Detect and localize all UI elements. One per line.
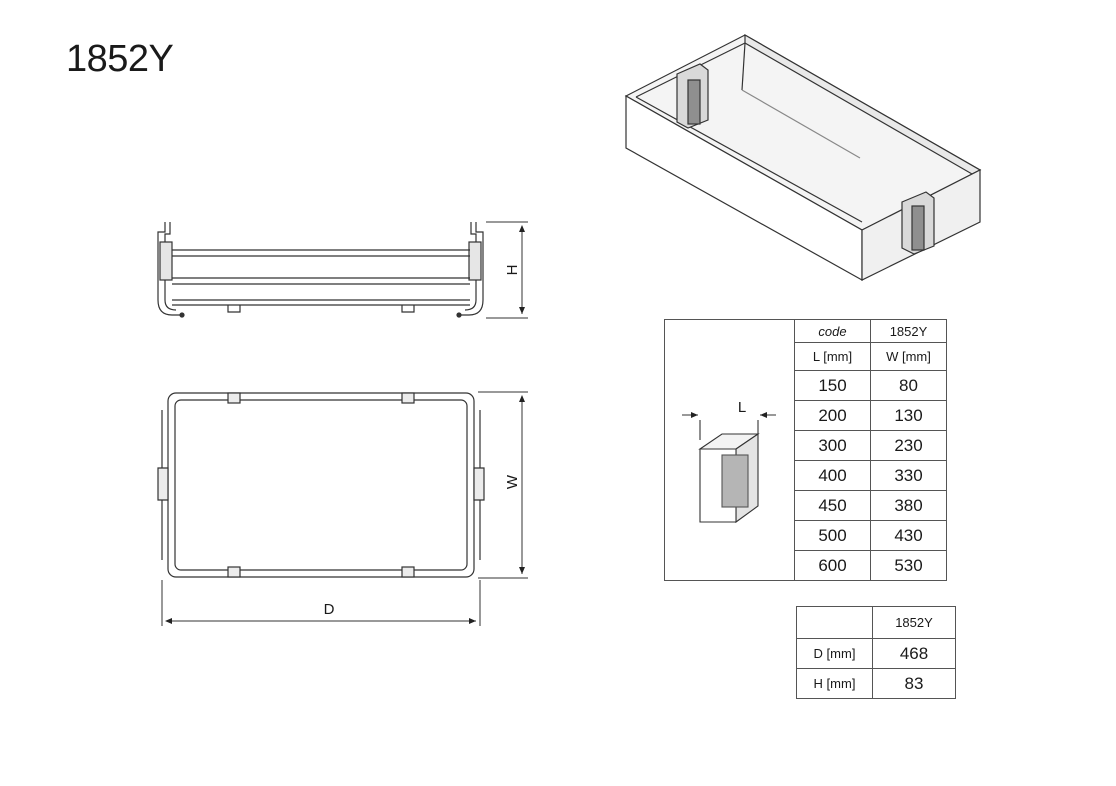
table-row: 450 380 — [665, 490, 947, 521]
w-value: 230 — [870, 430, 947, 461]
l-value: 600 — [794, 550, 871, 581]
l-value: 450 — [794, 490, 871, 521]
height-dimension — [486, 221, 528, 319]
l-value: 400 — [794, 460, 871, 491]
dimension-label: D [mm] — [796, 638, 873, 669]
size-table-icon-cell — [664, 319, 795, 581]
size-table: code 1852Y L [mm] W [mm] 150 80 200 130 … — [664, 319, 947, 581]
w-value: 430 — [870, 520, 947, 551]
size-table-units-row: L [mm] W [mm] — [665, 342, 947, 371]
dimension-table-code: 1852Y — [872, 606, 956, 639]
table-row: H [mm] 83 — [796, 668, 956, 699]
table-row: 300 230 — [665, 430, 947, 461]
width-dimension — [478, 391, 528, 579]
w-value: 130 — [870, 400, 947, 431]
l-value: 200 — [794, 400, 871, 431]
w-value: 330 — [870, 460, 947, 491]
dimension-table: 1852Y D [mm] 468 H [mm] 83 — [796, 606, 956, 699]
code-value: 1852Y — [870, 319, 947, 343]
l-column-header: L [mm] — [794, 342, 871, 371]
table-row: 600 530 — [665, 550, 947, 581]
depth-label: D — [324, 601, 335, 618]
product-code-title: 1852Y — [66, 38, 174, 80]
dimension-table-header-row: 1852Y — [796, 606, 956, 639]
l-value: 500 — [794, 520, 871, 551]
dimension-label: H [mm] — [796, 668, 873, 699]
isometric-view — [624, 33, 982, 282]
width-label: W — [504, 474, 521, 489]
top-view — [157, 392, 485, 578]
w-column-header: W [mm] — [870, 342, 947, 371]
table-row: 500 430 — [665, 520, 947, 551]
table-row: 150 80 — [665, 370, 947, 401]
w-value: 80 — [870, 370, 947, 401]
height-label: H — [504, 265, 521, 276]
depth-dimension — [161, 580, 481, 626]
l-value: 150 — [794, 370, 871, 401]
table-row: D [mm] 468 — [796, 638, 956, 669]
l-value: 300 — [794, 430, 871, 461]
w-value: 530 — [870, 550, 947, 581]
size-table-header-row: code 1852Y — [664, 319, 947, 581]
dimension-table-corner — [796, 606, 873, 639]
side-view — [157, 222, 484, 318]
table-row: 400 330 — [665, 460, 947, 491]
dimension-value: 468 — [872, 638, 956, 669]
w-value: 380 — [870, 490, 947, 521]
dimension-value: 83 — [872, 668, 956, 699]
code-label: code — [794, 319, 871, 343]
